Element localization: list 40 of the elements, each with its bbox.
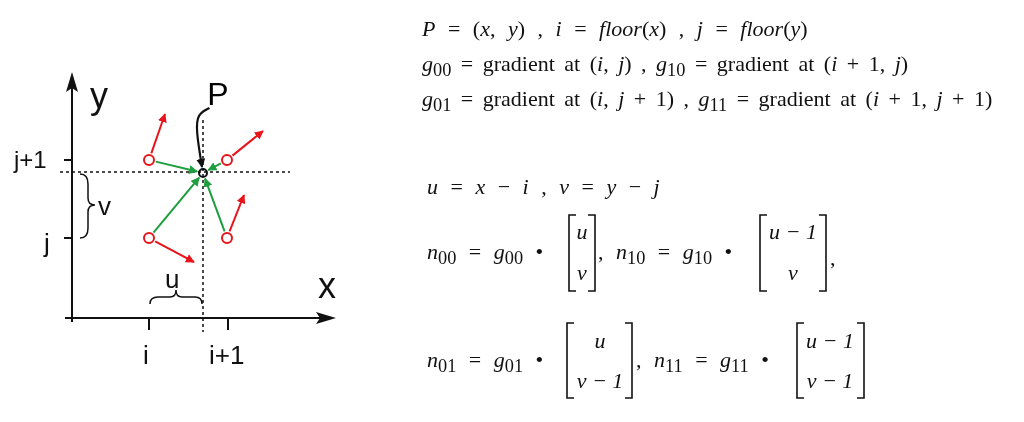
tick-label: j [44,230,50,256]
distance-arrow [154,160,199,175]
formula: P = (x, y) , i = floor(x) , j = floor(y) [422,18,808,40]
formula: g$_{01}$ = gradient at (i, j + 1) , g$_{11}$ = gradient at (i + 1, j + 1) [422,87,993,115]
dimension-label: u [165,266,180,292]
distance-arrow [203,177,226,233]
formula: , n$_{10}$ = g$_{10}$ • [598,240,733,268]
point-label: P [207,80,229,108]
gradient-arrow [154,240,195,263]
axis-label: y [90,78,108,114]
grid-point-circle [143,232,155,244]
matrix-entry: v [788,262,798,284]
matrix-entry: v − 1 [806,370,854,392]
matrix-entry: v − 1 [576,370,624,392]
matrix-entry: u − 1 [769,221,817,243]
formula: n$_{00}$ = g$_{00}$ • [427,240,544,268]
formula: g$_{00}$ = gradient at (i, j) , g$_{10}$ = gradient at (i + 1, j) [422,52,909,80]
tick-label: i+1 [209,342,245,368]
matrix-entry: u − 1 [806,330,854,352]
matrix-entry: u [594,330,606,352]
matrix-entry: u [576,221,588,243]
distance-arrow [207,162,222,172]
grid-point-circle [221,232,233,244]
formula: , [830,247,836,269]
tick-label: j+1 [14,148,47,172]
formula: u = x − i , v = y − j [427,176,660,198]
grid-point-circle [221,154,233,166]
gradient-arrow [150,113,167,155]
grid-point-circle [143,154,155,166]
pointer-arrow [195,107,210,168]
distance-arrow [152,176,201,234]
formula: n$_{01}$ = g$_{01}$ • [427,348,544,376]
gradient-arrow [231,130,264,157]
sample-point [198,168,208,178]
formula: , n$_{11}$ = g$_{11}$ • [636,348,769,376]
tick-label: i [143,342,149,368]
axis-label: x [318,268,336,304]
dimension-label: v [98,193,111,219]
matrix-entry: v [577,262,587,284]
gradient-arrow [228,194,246,233]
